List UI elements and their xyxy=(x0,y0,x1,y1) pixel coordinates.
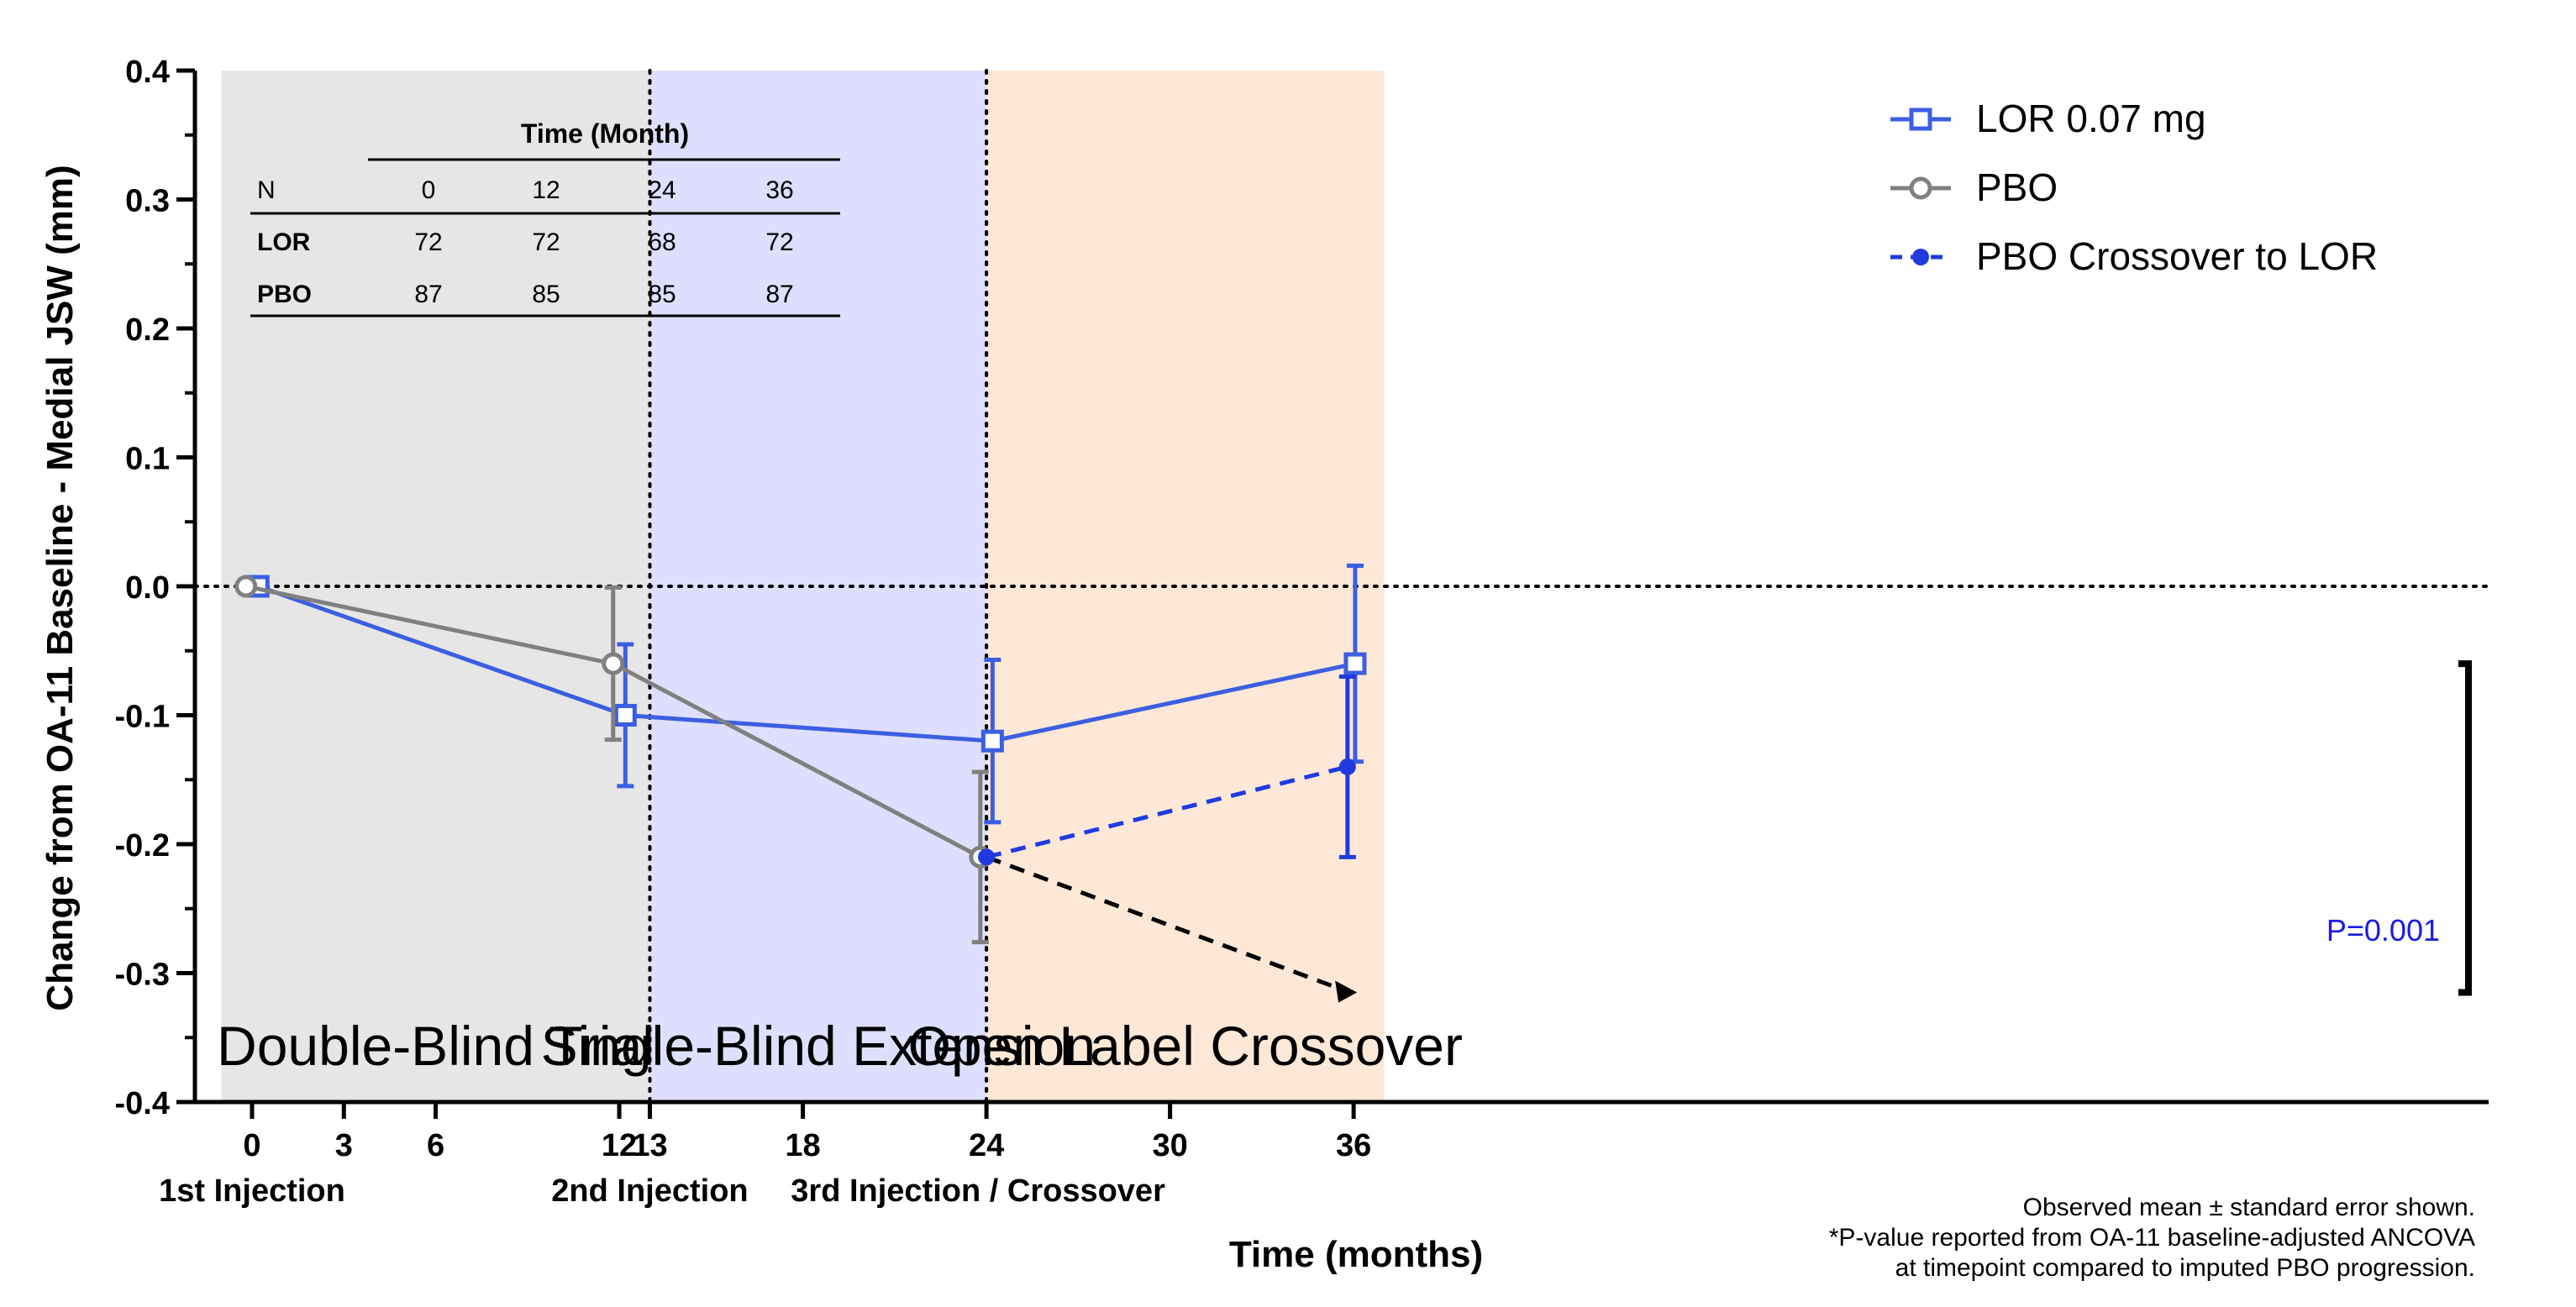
x-axis-title: Time (months) xyxy=(1229,1234,1483,1275)
pvalue-label: P=0.001 xyxy=(2326,913,2440,947)
footnote-line-3: at timepoint compared to imputed PBO pro… xyxy=(1895,1254,2475,1282)
legend-label-2: PBO Crossover to LOR xyxy=(1976,234,2378,278)
data-point xyxy=(1338,758,1356,775)
n-table-col-header: 12 xyxy=(532,176,560,204)
y-tick-label: -0.4 xyxy=(115,1086,170,1121)
data-point xyxy=(978,848,996,866)
y-tick-label: -0.1 xyxy=(115,700,170,735)
region-label-2: Open Label Crossover xyxy=(908,1015,1463,1077)
region-label-0: Double-Blind Trial xyxy=(217,1015,655,1077)
y-tick-label: 0.3 xyxy=(125,184,170,219)
x-annotation-label: 2nd Injection xyxy=(551,1173,748,1209)
data-point xyxy=(234,575,258,598)
footnote: Observed mean ± standard error shown. *P… xyxy=(1551,1193,2475,1283)
n-table-cell: 87 xyxy=(414,281,442,308)
annotations: P=0.001 xyxy=(2326,660,2472,996)
legend-label-0: LOR 0.07 mg xyxy=(1976,97,2206,140)
n-table-title: Time (Month) xyxy=(521,118,689,149)
series-line-2 xyxy=(986,764,1348,859)
y-tick-label: 0.1 xyxy=(125,442,170,477)
n-table-col-header: 24 xyxy=(648,176,676,204)
legend-label-1: PBO xyxy=(1976,165,2058,209)
data-point xyxy=(980,729,1004,753)
legend-marker-1 xyxy=(1909,176,1932,200)
legend-marker-0 xyxy=(1909,108,1932,131)
x-tick-label: 36 xyxy=(1336,1128,1371,1163)
data-point xyxy=(1343,652,1367,675)
x-tick-label: 0 xyxy=(243,1128,260,1163)
data-series xyxy=(234,563,1367,1003)
series-line-0 xyxy=(257,584,1356,743)
n-table-cell: 87 xyxy=(765,281,793,308)
y-tick-label: 0.4 xyxy=(125,55,170,90)
x-tick-label: 18 xyxy=(785,1128,820,1163)
x-tick-label: 24 xyxy=(969,1128,1004,1163)
x-tick-label: 12 xyxy=(602,1128,637,1163)
n-table-cell: 85 xyxy=(648,281,676,308)
x-tick-label: 30 xyxy=(1152,1128,1187,1163)
footnote-line-2: *P-value reported from OA-11 baseline-ad… xyxy=(1828,1224,2475,1252)
x-tick-label: 6 xyxy=(427,1128,444,1163)
data-point xyxy=(613,704,637,727)
n-table-cell: 68 xyxy=(648,228,676,256)
n-table-cell: 72 xyxy=(414,228,442,256)
x-annotation-label: 1st Injection xyxy=(159,1173,345,1209)
footnote-line-1: Observed mean ± standard error shown. xyxy=(2022,1194,2475,1221)
x-tick-label: 3 xyxy=(335,1128,353,1163)
n-table-col-header: 0 xyxy=(422,176,436,204)
n-table-row-label: PBO xyxy=(257,281,312,308)
legend: LOR 0.07 mg PBO PBO Crossover to LOR xyxy=(1890,97,2378,278)
n-table-col-header: 36 xyxy=(765,176,793,204)
n-table-cell: 85 xyxy=(532,281,560,308)
legend-marker-2 xyxy=(1912,249,1929,265)
y-tick-label: -0.3 xyxy=(115,958,170,993)
n-table-cell: 72 xyxy=(765,228,793,256)
region-label-1: Single-Blind Extension xyxy=(541,1015,1096,1077)
imputed-pbo-arrowhead xyxy=(1335,980,1358,1003)
n-table-row-label: LOR xyxy=(257,228,311,256)
x-tick-label: 13 xyxy=(632,1128,667,1163)
pvalue-bracket xyxy=(2458,660,2472,996)
y-axis-title: Change from OA-11 Baseline - Medial JSW … xyxy=(39,165,81,1010)
y-tick-label: -0.2 xyxy=(115,828,170,863)
y-tick-label: 0.2 xyxy=(125,312,170,348)
n-table-cell: 72 xyxy=(532,228,560,256)
data-point xyxy=(602,652,625,675)
y-tick-label: 0.0 xyxy=(125,570,170,606)
n-table-header-label: N xyxy=(257,176,276,204)
imputed-pbo-line xyxy=(986,855,1346,993)
x-annotation-label: 3rd Injection / Crossover xyxy=(791,1173,1165,1209)
